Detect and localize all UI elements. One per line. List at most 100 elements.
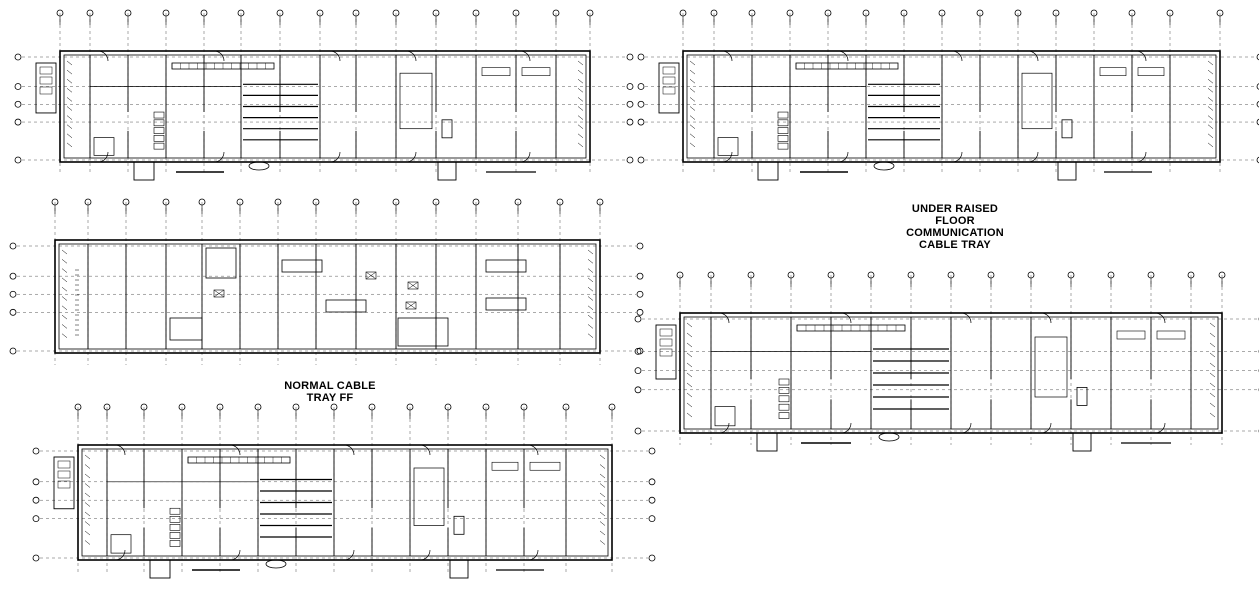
plan-rect xyxy=(682,50,1221,163)
plan-rect xyxy=(778,378,790,386)
grid-bubble-icon xyxy=(637,100,645,108)
plan-line xyxy=(61,287,68,292)
plan-rect xyxy=(714,406,736,427)
grid-bubble-icon xyxy=(14,83,22,90)
plan-rect xyxy=(1099,67,1127,76)
grid-bubble-icon xyxy=(1256,118,1259,126)
plan-rect xyxy=(365,271,377,280)
plan-line xyxy=(1209,352,1216,358)
plan-rect xyxy=(81,448,609,557)
door-swing-icon xyxy=(213,151,225,163)
plan-rect xyxy=(662,76,676,85)
plan-line xyxy=(577,115,584,120)
plan-line xyxy=(66,142,73,148)
plan-line xyxy=(689,88,696,93)
grid-bubble-icon xyxy=(1256,53,1259,61)
plan-line xyxy=(587,287,594,292)
plan-line xyxy=(689,142,696,148)
plan-line xyxy=(577,79,584,84)
grid-bubble-icon xyxy=(648,515,656,522)
grid-bubble-icon xyxy=(648,478,656,486)
door-swing-icon xyxy=(343,549,355,561)
plan-line xyxy=(1209,362,1216,368)
plan-rect xyxy=(153,119,165,127)
grid-bubble-icon xyxy=(32,515,40,522)
plan-rect xyxy=(777,111,789,119)
plan-rect xyxy=(659,348,673,357)
plan-line xyxy=(84,511,91,517)
door-swing-icon xyxy=(213,50,225,62)
plan-line xyxy=(1207,142,1214,148)
plan-line xyxy=(689,106,696,111)
plan-line xyxy=(407,281,419,290)
plan-rect xyxy=(659,338,673,347)
plan-line xyxy=(84,521,91,526)
plan-line xyxy=(405,301,417,310)
plan-line xyxy=(686,402,693,408)
plan-line xyxy=(577,60,584,66)
plan-rect xyxy=(437,161,457,181)
plan-rect xyxy=(169,317,203,341)
door-swing-icon xyxy=(97,50,109,62)
plan-line xyxy=(686,332,693,338)
plan-line xyxy=(61,259,68,264)
plan-line xyxy=(577,133,584,138)
plan-line xyxy=(1207,69,1214,75)
plan-rect xyxy=(777,127,789,134)
door-swing-icon xyxy=(343,444,355,456)
plan-rect xyxy=(281,259,323,273)
plan-line xyxy=(587,259,594,264)
plan-rect xyxy=(1076,386,1088,406)
plan-line xyxy=(1207,115,1214,120)
plan-line xyxy=(61,268,68,273)
grid-bubble-icon xyxy=(1256,156,1259,164)
plan-line xyxy=(61,296,68,301)
door-swing-icon xyxy=(960,312,972,324)
plan-line xyxy=(1207,97,1214,102)
grid-bubble-icon xyxy=(32,478,40,486)
plan-rect xyxy=(756,432,778,452)
plan-rect xyxy=(153,111,165,119)
caption-line: UNDER RAISED xyxy=(911,203,999,215)
plan-rect xyxy=(679,312,1223,434)
tank-icon xyxy=(873,161,895,171)
plan-line xyxy=(689,79,696,84)
plan-line xyxy=(689,133,696,138)
plan-rect xyxy=(93,137,115,156)
door-swing-icon xyxy=(419,549,431,561)
plan-line xyxy=(587,249,594,255)
plan-line xyxy=(689,115,696,120)
plan-rect xyxy=(777,119,789,127)
door-swing-icon xyxy=(837,151,849,163)
grid-bubble-icon xyxy=(636,308,644,316)
plan-rect xyxy=(397,317,449,347)
plan-line xyxy=(1207,133,1214,138)
plan-rect xyxy=(59,50,591,163)
caption-line: FLOOR xyxy=(935,215,975,227)
grid-bubble-icon xyxy=(637,156,645,164)
plan-rect xyxy=(1116,330,1146,340)
grid-bubble-icon xyxy=(1256,83,1259,90)
grid-bubble-icon xyxy=(626,83,634,90)
plan-line xyxy=(84,540,91,545)
grid-bubble-icon xyxy=(637,53,645,61)
plan-rect xyxy=(757,161,779,181)
plan-rect xyxy=(717,137,739,156)
plan-mid-right xyxy=(634,271,1259,452)
grid-bubble-icon xyxy=(9,290,17,298)
plan-line xyxy=(599,521,606,526)
plan-rect xyxy=(1057,161,1077,181)
plan-rect xyxy=(529,461,561,471)
plan-line xyxy=(599,530,606,536)
plan-rect xyxy=(686,54,1217,159)
plan-line xyxy=(66,133,73,138)
grid-bubble-icon xyxy=(648,447,656,455)
door-swing-icon xyxy=(527,444,539,456)
grid-bubble-icon xyxy=(14,118,22,126)
grid-bubble-icon xyxy=(626,156,634,164)
plan-rect xyxy=(777,135,789,142)
plan-rect xyxy=(133,161,155,181)
plan-line xyxy=(66,88,73,93)
plan-line xyxy=(84,473,91,479)
grid-bubble-icon xyxy=(637,118,645,126)
